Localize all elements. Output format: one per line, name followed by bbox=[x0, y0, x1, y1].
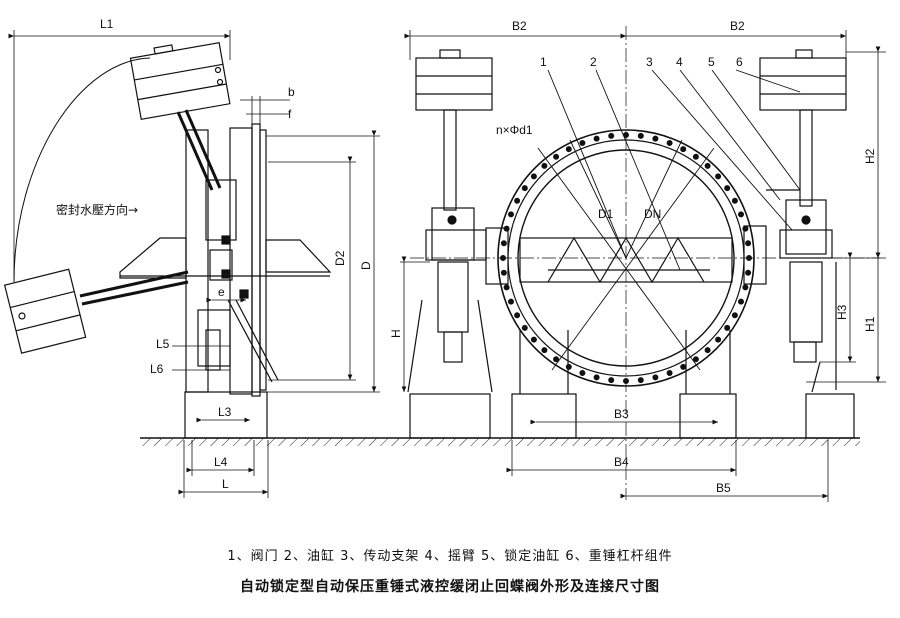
part-number-5: 5 bbox=[708, 55, 715, 69]
part-number-2: 2 bbox=[590, 55, 597, 69]
bolt-hole bbox=[579, 370, 586, 377]
dim-DN: DN bbox=[644, 207, 661, 221]
bolt-hole bbox=[745, 255, 752, 262]
bolt-holes bbox=[500, 132, 752, 385]
bolt-hole bbox=[541, 162, 548, 169]
part-numbers: 1 2 3 4 5 6 bbox=[540, 55, 743, 69]
dim-nd1: n×Φd1 bbox=[496, 123, 533, 137]
bolt-hole bbox=[724, 185, 731, 192]
dim-L3: L3 bbox=[218, 405, 232, 419]
bolt-hole bbox=[637, 377, 644, 384]
dim-H3: H3 bbox=[835, 304, 849, 320]
dim-f: f bbox=[288, 107, 292, 121]
bolt-hole bbox=[500, 240, 507, 247]
ground bbox=[140, 437, 860, 446]
dim-B2-left: B2 bbox=[512, 19, 527, 33]
bolt-hole bbox=[704, 347, 711, 354]
dim-D1: D1 bbox=[598, 207, 614, 221]
bolt-hole bbox=[508, 211, 515, 218]
bolt-hole bbox=[737, 211, 744, 218]
bolt-hole bbox=[652, 374, 659, 381]
side-view bbox=[3, 30, 380, 498]
bolt-hole bbox=[666, 140, 673, 147]
dim-B3: B3 bbox=[614, 407, 629, 421]
bolt-hole bbox=[541, 347, 548, 354]
bolt-hole bbox=[692, 356, 699, 363]
part-number-1: 1 bbox=[540, 55, 547, 69]
part-number-6: 6 bbox=[736, 55, 743, 69]
dim-B2-right: B2 bbox=[730, 19, 745, 33]
bolt-hole bbox=[530, 173, 537, 180]
bolt-hole bbox=[731, 197, 738, 204]
dim-D2: D2 bbox=[333, 250, 347, 266]
part-number-3: 3 bbox=[646, 55, 653, 69]
dim-L5: L5 bbox=[156, 337, 170, 351]
bolt-hole bbox=[680, 363, 687, 370]
dim-B4: B4 bbox=[614, 455, 629, 469]
bolt-hole bbox=[521, 324, 528, 331]
dim-b: b bbox=[288, 85, 295, 99]
bolt-hole bbox=[593, 135, 600, 142]
drawing-caption: 自动锁定型自动保压重锤式液控缓闭止回蝶阀外形及连接尺寸图 bbox=[240, 579, 660, 595]
bolt-hole bbox=[500, 255, 507, 262]
dim-H1: H1 bbox=[863, 316, 877, 332]
bolt-hole bbox=[622, 378, 629, 385]
bolt-hole bbox=[745, 269, 752, 276]
bolt-hole bbox=[715, 336, 722, 343]
dim-H: H bbox=[389, 329, 403, 338]
bolt-hole bbox=[530, 336, 537, 343]
bolt-hole bbox=[731, 312, 738, 319]
bolt-hole bbox=[565, 146, 572, 153]
bolt-hole bbox=[704, 162, 711, 169]
parts-legend: 1、阀门 2、油缸 3、传动支架 4、摇臂 5、锁定油缸 6、重锤杠杆组件 bbox=[227, 549, 673, 564]
dim-L1: L1 bbox=[100, 17, 114, 31]
bolt-hole bbox=[553, 356, 560, 363]
dimension-labels: L1 b f D2 D e L5 L6 L3 L4 L B2 B2 n×Φd1 … bbox=[100, 17, 877, 495]
bolt-hole bbox=[637, 132, 644, 139]
dim-L4: L4 bbox=[214, 455, 228, 469]
bolt-hole bbox=[680, 146, 687, 153]
bolt-hole bbox=[593, 374, 600, 381]
bolt-hole bbox=[503, 284, 510, 291]
dim-H2: H2 bbox=[863, 148, 877, 164]
bolt-hole bbox=[608, 377, 615, 384]
bolt-hole bbox=[742, 284, 749, 291]
bolt-hole bbox=[724, 324, 731, 331]
dim-L6: L6 bbox=[150, 362, 164, 376]
dim-B5: B5 bbox=[716, 481, 731, 495]
bolt-hole bbox=[514, 312, 521, 319]
dim-L: L bbox=[222, 477, 229, 491]
bolt-hole bbox=[500, 269, 507, 276]
dim-e: e bbox=[218, 285, 225, 299]
bolt-hole bbox=[514, 197, 521, 204]
bolt-hole bbox=[666, 370, 673, 377]
bolt-hole bbox=[715, 173, 722, 180]
bolt-hole bbox=[553, 153, 560, 160]
bolt-hole bbox=[737, 298, 744, 305]
bolt-hole bbox=[692, 153, 699, 160]
front-view bbox=[400, 26, 886, 502]
bolt-hole bbox=[745, 240, 752, 247]
bolt-hole bbox=[508, 298, 515, 305]
bolt-hole bbox=[565, 363, 572, 370]
bolt-hole bbox=[652, 135, 659, 142]
bolt-hole bbox=[608, 132, 615, 139]
bolt-hole bbox=[579, 140, 586, 147]
seal-pressure-direction-label: 密封水壓方向→ bbox=[56, 203, 139, 217]
bolt-hole bbox=[521, 185, 528, 192]
dim-D: D bbox=[359, 261, 373, 270]
part-number-4: 4 bbox=[676, 55, 683, 69]
